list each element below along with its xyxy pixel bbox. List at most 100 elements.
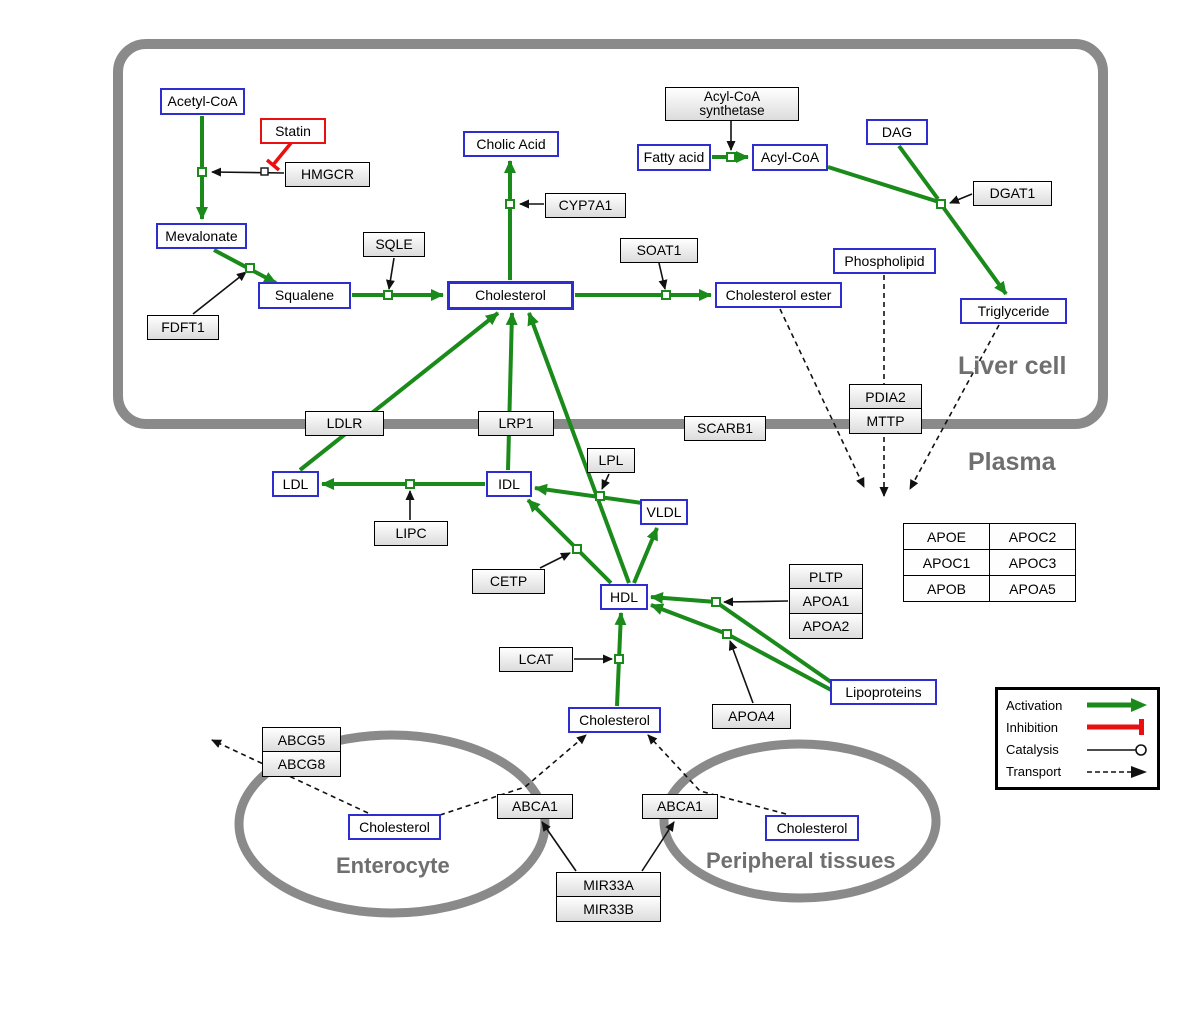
node-fatty-acid[interactable]: Fatty acid <box>637 144 711 171</box>
edge-statin-hmgcr-inhibition <box>271 141 293 167</box>
junction-square <box>245 263 255 273</box>
legend-inhibition-label: Inhibition <box>1006 719 1059 735</box>
node-squalene[interactable]: Squalene <box>258 282 351 309</box>
table-row: APOE APOC2 <box>903 523 1076 550</box>
node-pdia2[interactable]: PDIA2 <box>849 384 922 409</box>
node-abca1-peripheral[interactable]: ABCA1 <box>642 794 718 819</box>
node-mttp[interactable]: MTTP <box>849 409 922 434</box>
edge-mir33-abca1-right <box>641 821 675 872</box>
edge-enterocyte-abcg-transport <box>211 739 369 814</box>
stack-pdia2-mttp: PDIA2 MTTP <box>849 384 922 434</box>
node-abca1-enterocyte[interactable]: ABCA1 <box>497 794 573 819</box>
node-lpl[interactable]: LPL <box>587 448 635 473</box>
node-statin[interactable]: Statin <box>260 118 326 144</box>
edge-cetp-catalysis <box>539 552 571 569</box>
transport-dashed-arrow-icon <box>1087 765 1147 778</box>
statin-anchor-square <box>260 167 269 176</box>
liver-cell-membrane <box>113 39 1108 429</box>
node-apoa1[interactable]: APOA1 <box>789 589 863 614</box>
edge-enterocyte-abca1-transport <box>439 734 587 816</box>
node-acyl-coa-synthetase[interactable]: Acyl-CoA synthetase <box>665 87 799 121</box>
edge-acylcoa-junction <box>827 165 940 204</box>
edge-mir33-abca1-left <box>541 821 577 872</box>
legend-transport-label: Transport <box>1006 764 1062 780</box>
node-cholic-acid[interactable]: Cholic Acid <box>463 131 559 157</box>
table-row: APOC1 APOC3 <box>903 549 1076 576</box>
legend-row-activation: Activation <box>1006 697 1149 713</box>
edge-hdl-vldl <box>632 527 659 584</box>
junction-square <box>722 629 732 639</box>
edge-hmgcr-catalysis <box>211 167 285 177</box>
node-hmgcr[interactable]: HMGCR <box>285 162 370 187</box>
node-dag[interactable]: DAG <box>866 119 928 145</box>
node-abcg5[interactable]: ABCG5 <box>262 727 341 752</box>
liver-cell-label: Liver cell <box>958 352 1067 380</box>
node-vldl[interactable]: VLDL <box>640 499 688 525</box>
catalysis-edges <box>192 121 973 872</box>
node-phospholipid[interactable]: Phospholipid <box>833 248 936 274</box>
node-acyl-coa[interactable]: Acyl-CoA <box>752 144 828 171</box>
junction-square <box>614 654 624 664</box>
node-lrp1[interactable]: LRP1 <box>478 411 554 436</box>
node-apoa4[interactable]: APOA4 <box>712 704 791 729</box>
node-pltp[interactable]: PLTP <box>789 564 863 589</box>
node-acetyl-coa[interactable]: Acetyl-CoA <box>160 88 245 115</box>
catalysis-circle-icon <box>1087 743 1147 756</box>
node-ldlr[interactable]: LDLR <box>305 411 384 436</box>
node-apoc1[interactable]: APOC1 <box>903 549 990 576</box>
node-apoa5[interactable]: APOA5 <box>989 575 1076 602</box>
stack-abcg5-abcg8: ABCG5 ABCG8 <box>262 727 341 777</box>
junction-square <box>383 290 393 300</box>
stack-pltp-apoa1-apoa2: PLTP APOA1 APOA2 <box>789 564 863 639</box>
legend: Activation Inhibition Catalysis Transpor… <box>995 687 1160 790</box>
node-cholesterol-liver[interactable]: Cholesterol <box>447 281 574 310</box>
node-apoc3[interactable]: APOC3 <box>989 549 1076 576</box>
edge-junction-triglyceride <box>941 205 1008 296</box>
node-cholesterol-ester[interactable]: Cholesterol ester <box>715 282 842 308</box>
edge-ldl-cholesterol <box>298 311 500 472</box>
inhibition-tbar-icon <box>1087 719 1144 736</box>
node-lcat[interactable]: LCAT <box>499 647 573 672</box>
peripheral-tissues-label: Peripheral tissues <box>706 848 896 873</box>
edge-idl-cholesterol <box>505 312 518 471</box>
junction-square <box>661 290 671 300</box>
node-lipoproteins[interactable]: Lipoproteins <box>830 679 937 705</box>
edge-apoa4-catalysis <box>728 640 754 704</box>
node-apoa2[interactable]: APOA2 <box>789 614 863 639</box>
edge-sqle-catalysis <box>385 257 395 290</box>
node-sqle[interactable]: SQLE <box>363 232 425 257</box>
node-cholesterol-plasma[interactable]: Cholesterol <box>568 707 661 733</box>
node-cyp7a1[interactable]: CYP7A1 <box>545 193 626 218</box>
table-row: APOB APOA5 <box>903 575 1076 602</box>
node-fdft1[interactable]: FDFT1 <box>147 315 219 340</box>
stack-mir33a-mir33b: MIR33A MIR33B <box>556 872 661 922</box>
node-dgat1[interactable]: DGAT1 <box>973 181 1052 206</box>
node-mir33b[interactable]: MIR33B <box>556 897 661 922</box>
edge-peripheral-abca1-transport <box>647 734 787 815</box>
node-cholesterol-peripheral[interactable]: Cholesterol <box>765 815 859 841</box>
node-triglyceride[interactable]: Triglyceride <box>960 298 1067 324</box>
node-cetp[interactable]: CETP <box>472 569 545 594</box>
plasma-label: Plasma <box>968 448 1056 476</box>
activation-edges <box>196 116 1008 707</box>
acyl-coa-synthetase-line1: Acyl-CoA <box>703 88 761 104</box>
edge-triglyceride-transport <box>909 324 1000 490</box>
acyl-coa-synthetase-line2: synthetase <box>699 103 765 118</box>
junction-square <box>726 152 736 162</box>
node-apoc2[interactable]: APOC2 <box>989 523 1076 550</box>
node-ldl[interactable]: LDL <box>272 471 319 497</box>
node-cholesterol-enterocyte[interactable]: Cholesterol <box>348 814 441 840</box>
node-soat1[interactable]: SOAT1 <box>620 238 698 263</box>
legend-row-inhibition: Inhibition <box>1006 719 1149 736</box>
node-abcg8[interactable]: ABCG8 <box>262 752 341 777</box>
edge-soat1-catalysis <box>658 262 668 290</box>
node-apoe[interactable]: APOE <box>903 523 990 550</box>
node-hdl[interactable]: HDL <box>600 584 648 610</box>
node-scarb1[interactable]: SCARB1 <box>684 416 766 441</box>
node-idl[interactable]: IDL <box>486 471 532 497</box>
node-mir33a[interactable]: MIR33A <box>556 872 661 897</box>
node-lipc[interactable]: LIPC <box>374 521 448 546</box>
node-mevalonate[interactable]: Mevalonate <box>156 223 247 249</box>
node-apob[interactable]: APOB <box>903 575 990 602</box>
